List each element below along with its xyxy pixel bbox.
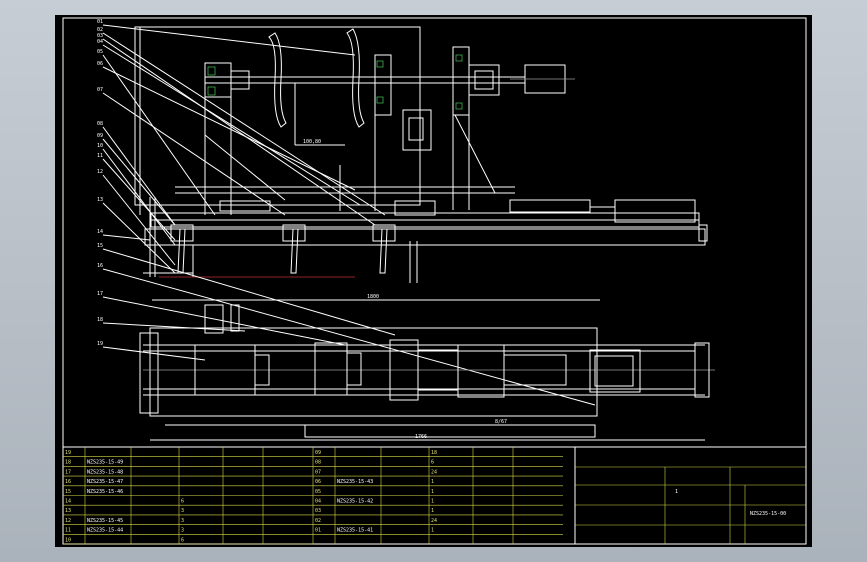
bom-cell: 3 xyxy=(181,508,184,514)
bom-cell: 15 xyxy=(65,489,71,495)
bom-cell: NZS235-15-49 xyxy=(87,460,123,466)
front-elevation: 100,80 xyxy=(134,26,708,283)
balloon-06: 06 xyxy=(97,61,103,67)
bom-cell: 12 xyxy=(65,518,71,524)
balloon-02: 02 xyxy=(97,27,103,33)
leader-line xyxy=(102,138,176,226)
title-block: NZS235-15-00 1 xyxy=(574,446,807,545)
bom-cell: 02 xyxy=(315,518,321,524)
leader-line xyxy=(102,296,346,346)
balloon-05: 05 xyxy=(97,49,103,55)
balloon-12: 12 xyxy=(97,169,103,175)
balloon-08: 08 xyxy=(97,121,103,127)
bom-cell: 06 xyxy=(315,479,321,485)
balloon-14: 14 xyxy=(97,229,103,235)
leader-line xyxy=(102,234,151,241)
drawing-border xyxy=(62,17,807,545)
leader-line xyxy=(102,248,396,336)
leader-line xyxy=(102,346,206,361)
scale-note: 1 xyxy=(675,489,678,495)
bom-cell: 14 xyxy=(65,499,71,505)
drawing-number: NZS235-15-00 xyxy=(750,511,786,517)
plan-view: 1800 1766 8/67 xyxy=(139,294,715,441)
dim-overall: 1766 xyxy=(415,434,427,440)
leader-line xyxy=(102,148,176,246)
leader-line xyxy=(102,54,216,216)
bom-cell: NZS235-15-44 xyxy=(87,528,123,534)
balloon-01: 01 xyxy=(97,19,103,25)
bom-cell: NZS235-15-42 xyxy=(337,499,373,505)
bom-cell: 1 xyxy=(431,489,434,495)
leader-line xyxy=(102,32,386,216)
bom-cell: 08 xyxy=(315,460,321,466)
leader-line xyxy=(102,38,376,226)
balloon-07: 07 xyxy=(97,87,103,93)
bom-cell: NZS235-15-47 xyxy=(87,479,123,485)
leader-lines xyxy=(102,24,596,406)
dim-top-small: 100,80 xyxy=(303,139,321,145)
bom-cell: 18 xyxy=(431,450,437,456)
dim-plan-width: 1800 xyxy=(367,294,379,300)
bom-cell: 16 xyxy=(65,479,71,485)
leader-line xyxy=(102,92,286,216)
balloon-11: 11 xyxy=(97,153,103,159)
leader-line xyxy=(102,268,596,406)
leader-line xyxy=(102,158,176,241)
leader-line xyxy=(102,66,356,191)
bom-cell: 03 xyxy=(315,508,321,514)
leader-line xyxy=(102,322,246,332)
balloon-17: 17 xyxy=(97,291,103,297)
bom-cell: 11 xyxy=(65,528,71,534)
leader-line xyxy=(102,202,176,274)
balloon-09: 09 xyxy=(97,133,103,139)
cad-drawing: 100,80 xyxy=(62,17,807,545)
bom-cell: 04 xyxy=(315,499,321,505)
balloon-13: 13 xyxy=(97,197,103,203)
dim-bottom-right: 8/67 xyxy=(495,419,507,425)
balloon-15: 15 xyxy=(97,243,103,249)
bom-cell: 24 xyxy=(431,469,437,475)
bom-cell: 6 xyxy=(181,537,184,543)
bom-cell: 09 xyxy=(315,450,321,456)
bom-cell: 3 xyxy=(181,518,184,524)
bom-cell: 1 xyxy=(431,479,434,485)
bom-cell: 1 xyxy=(431,499,434,505)
bom-cell: 1 xyxy=(431,528,434,534)
bom-cell: 07 xyxy=(315,469,321,475)
balloon-19: 19 xyxy=(97,341,103,347)
bom-cell: 1 xyxy=(431,508,434,514)
bom-cell: NZS235-15-41 xyxy=(337,528,373,534)
balloon-03: 03 xyxy=(97,33,103,39)
leader-line xyxy=(102,174,176,266)
bom-cell: 13 xyxy=(65,508,71,514)
bom-cell: NZS235-15-45 xyxy=(87,518,123,524)
leader-line xyxy=(102,126,176,226)
bom-cell: 10 xyxy=(65,537,71,543)
drawing-viewport[interactable]: 100,80 xyxy=(55,15,812,547)
leader-line xyxy=(102,24,356,56)
leader-line xyxy=(102,44,361,206)
bom-cell: NZS235-15-48 xyxy=(87,469,123,475)
balloon-10: 10 xyxy=(97,143,103,149)
bom-cell: 24 xyxy=(431,518,437,524)
bom-cell: 19 xyxy=(65,450,71,456)
balloon-04: 04 xyxy=(97,39,103,45)
balloon-18: 18 xyxy=(97,317,103,323)
bom-cell: 18 xyxy=(65,460,71,466)
bom-cell: 05 xyxy=(315,489,321,495)
balloon-16: 16 xyxy=(97,263,103,269)
bom-cell: NZS235-15-43 xyxy=(337,479,373,485)
bom-cell: 6 xyxy=(181,499,184,505)
bom-cell: 3 xyxy=(181,528,184,534)
bom-cell: 6 xyxy=(431,460,434,466)
bom-cell: NZS235-15-46 xyxy=(87,489,123,495)
bom-cell: 01 xyxy=(315,528,321,534)
bom-cell: 17 xyxy=(65,469,71,475)
